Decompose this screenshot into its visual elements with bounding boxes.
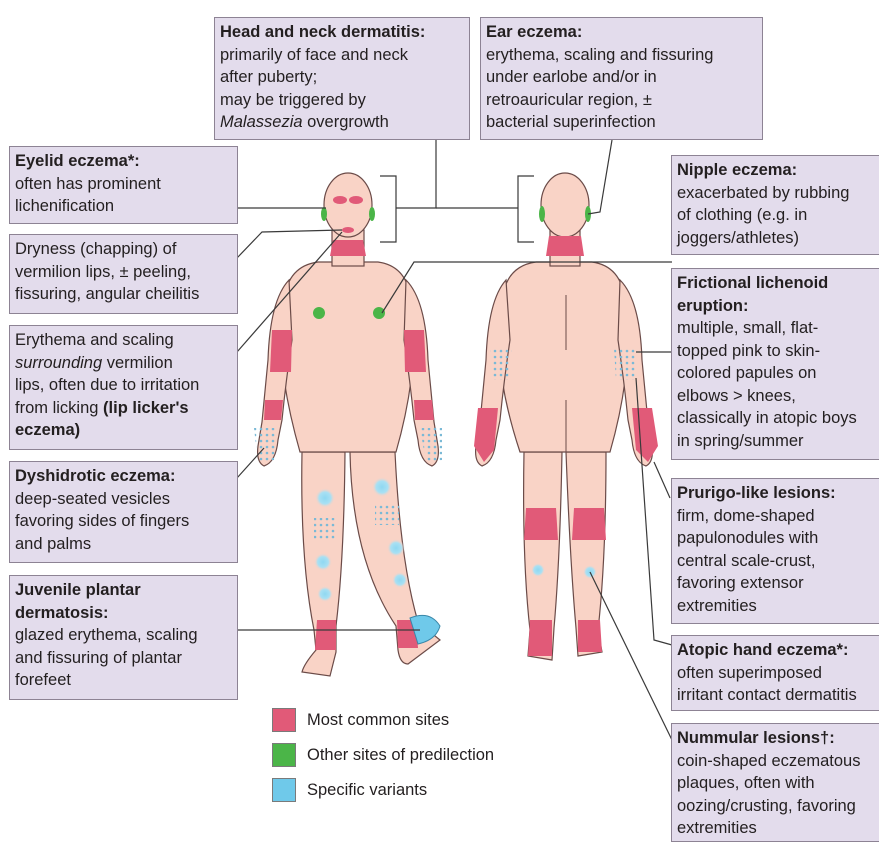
legend-label: Most common sites <box>307 711 449 730</box>
callout-line: in spring/summer <box>677 430 879 453</box>
callout-dry-lips: Dryness (chapping) of vermilion lips, ± … <box>9 234 238 314</box>
callout-title: Dyshidrotic eczema: <box>15 465 232 488</box>
callout-line: primarily of face and neck <box>220 44 464 67</box>
callout-line: papulonodules with <box>677 527 879 550</box>
callout-line: deep-seated vesicles <box>15 488 232 511</box>
callout-line: may be triggered by <box>220 89 464 112</box>
callout-text: vermilion <box>102 354 173 372</box>
callout-title: Frictional lichenoid <box>677 272 879 295</box>
callout-line: under earlobe and/or in <box>486 66 757 89</box>
callout-title: Atopic hand eczema*: <box>677 639 879 662</box>
callout-line: joggers/athletes) <box>677 227 879 250</box>
callout-title: Head and neck dermatitis: <box>220 21 464 44</box>
callout-line: elbows > knees, <box>677 385 879 408</box>
callout-eyelid-eczema: Eyelid eczema*: often has prominent lich… <box>9 146 238 224</box>
callout-line: often superimposed <box>677 662 879 685</box>
callout-line: and palms <box>15 533 232 556</box>
legend-swatch <box>272 743 296 767</box>
callout-line: of clothing (e.g. in <box>677 204 879 227</box>
callout-frictional-lichenoid-eruption: Frictional lichenoid eruption: multiple,… <box>671 268 879 460</box>
callout-line: surrounding vermilion <box>15 352 232 375</box>
callout-title: Juvenile plantar <box>15 579 232 602</box>
legend-label: Other sites of predilection <box>307 746 494 765</box>
callout-line: lips, often due to irritation <box>15 374 232 397</box>
callout-line: and fissuring of plantar <box>15 647 232 670</box>
callout-ear-eczema: Ear eczema: erythema, scaling and fissur… <box>480 17 763 140</box>
callout-line: exacerbated by rubbing <box>677 182 879 205</box>
callout-line: coin-shaped eczematous <box>677 750 879 773</box>
callout-title: dermatosis: <box>15 602 232 625</box>
callout-line: Dryness (chapping) of <box>15 238 232 261</box>
callout-line: erythema, scaling and fissuring <box>486 44 757 67</box>
callout-line: classically in atopic boys <box>677 407 879 430</box>
legend-swatch <box>272 778 296 802</box>
callout-title: Ear eczema: <box>486 21 757 44</box>
callout-line: multiple, small, flat- <box>677 317 879 340</box>
bold-term: (lip licker's <box>103 399 189 417</box>
callout-line: favoring sides of fingers <box>15 510 232 533</box>
callout-line: after puberty; <box>220 66 464 89</box>
callout-line: vermilion lips, ± peeling, <box>15 261 232 284</box>
callout-lip-licker-eczema: Erythema and scaling surrounding vermili… <box>9 325 238 450</box>
callout-line: favoring extensor <box>677 572 879 595</box>
callout-title: Nipple eczema: <box>677 159 879 182</box>
italic-term: surrounding <box>15 354 102 372</box>
legend-label: Specific variants <box>307 781 427 800</box>
callout-line: irritant contact dermatitis <box>677 684 879 707</box>
callout-line: firm, dome-shaped <box>677 505 879 528</box>
callout-nipple-eczema: Nipple eczema: exacerbated by rubbing of… <box>671 155 879 255</box>
callout-line: bacterial superinfection <box>486 111 757 134</box>
legend-item-most-common: Most common sites <box>272 707 449 733</box>
legend-item-other-sites: Other sites of predilection <box>272 742 494 768</box>
callout-text: from licking <box>15 399 103 417</box>
legend-item-specific-variants: Specific variants <box>272 777 427 803</box>
callout-line: from licking (lip licker's <box>15 397 232 420</box>
callout-juvenile-plantar-dermatosis: Juvenile plantar dermatosis: glazed eryt… <box>9 575 238 700</box>
callout-line: retroauricular region, ± <box>486 89 757 112</box>
callout-line: oozing/crusting, favoring <box>677 795 879 818</box>
callout-line: extremities <box>677 817 879 840</box>
callout-line: lichenification <box>15 195 232 218</box>
callout-nummular-lesions: Nummular lesions†: coin-shaped eczematou… <box>671 723 879 842</box>
callout-title: Nummular lesions†: <box>677 727 879 750</box>
callout-line: colored papules on <box>677 362 879 385</box>
callout-head-neck-dermatitis: Head and neck dermatitis: primarily of f… <box>214 17 470 140</box>
callout-line: forefeet <box>15 669 232 692</box>
legend-swatch <box>272 708 296 732</box>
callout-line: central scale-crust, <box>677 550 879 573</box>
callout-line: eczema) <box>15 419 232 442</box>
callout-atopic-hand-eczema: Atopic hand eczema*: often superimposed … <box>671 635 879 711</box>
callout-prurigo-like-lesions: Prurigo-like lesions: firm, dome-shaped … <box>671 478 879 624</box>
callout-line: plaques, often with <box>677 772 879 795</box>
callout-dyshidrotic-eczema: Dyshidrotic eczema: deep-seated vesicles… <box>9 461 238 563</box>
callout-line: Erythema and scaling <box>15 329 232 352</box>
callout-title: eruption: <box>677 295 879 318</box>
callout-line: extremities <box>677 595 879 618</box>
callout-title: Prurigo-like lesions: <box>677 482 879 505</box>
callout-line: glazed erythema, scaling <box>15 624 232 647</box>
callout-line: Malassezia overgrowth <box>220 111 464 134</box>
callout-title: Eyelid eczema*: <box>15 150 232 173</box>
callout-line: fissuring, angular cheilitis <box>15 283 232 306</box>
callout-line: topped pink to skin- <box>677 340 879 363</box>
italic-term: Malassezia <box>220 113 303 131</box>
callout-text: overgrowth <box>303 113 389 131</box>
callout-line: often has prominent <box>15 173 232 196</box>
